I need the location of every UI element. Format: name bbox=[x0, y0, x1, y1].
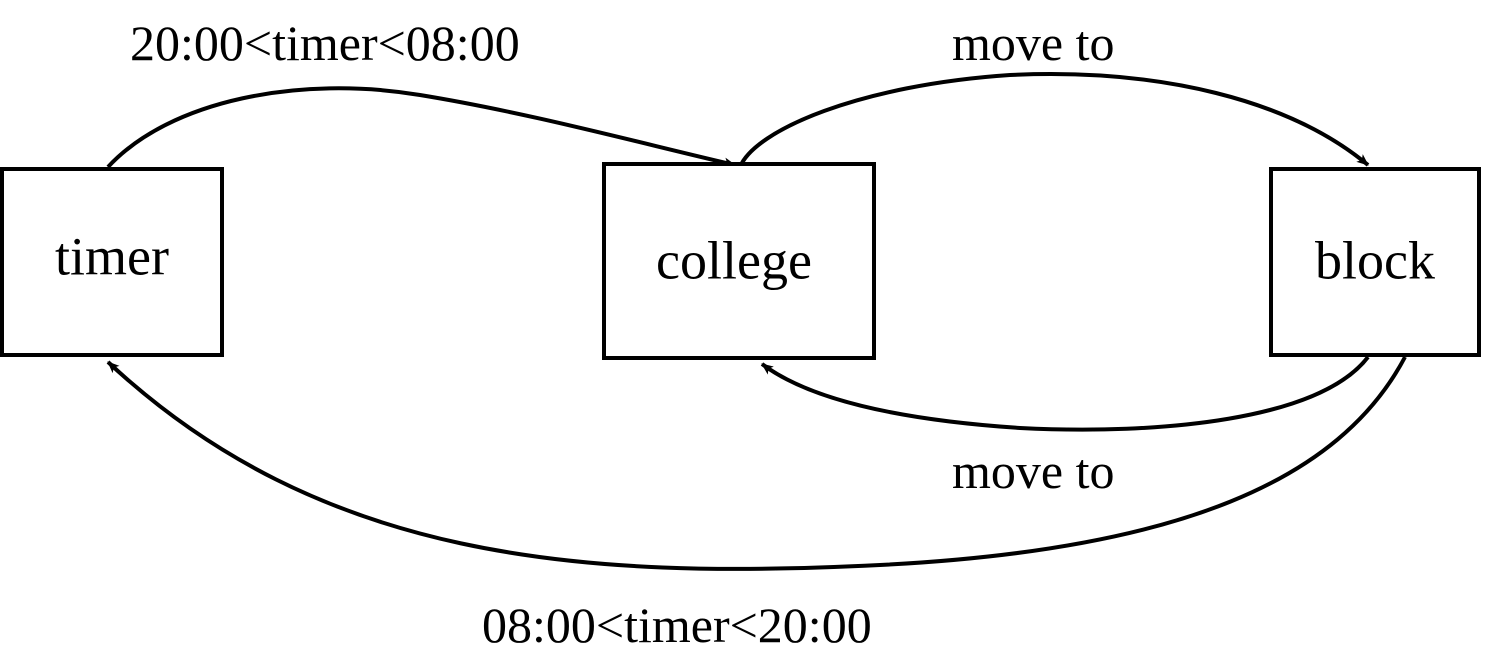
node-timer-label: timer bbox=[55, 226, 169, 286]
node-college-label: college bbox=[656, 230, 812, 290]
node-college: college bbox=[602, 162, 876, 360]
edge-block-to-college-label: move to bbox=[952, 443, 1114, 499]
edge-block-to-college: move to bbox=[760, 355, 1370, 499]
edge-college-to-block-label: move to bbox=[952, 15, 1114, 71]
edge-college-to-block-line bbox=[738, 72, 1370, 168]
edge-timer-to-college-line bbox=[106, 86, 736, 169]
node-block: block bbox=[1269, 167, 1481, 357]
edge-block-to-timer-label: 08:00<timer<20:00 bbox=[482, 597, 872, 653]
node-block-label: block bbox=[1315, 230, 1435, 290]
node-timer: timer bbox=[0, 167, 224, 357]
node-block-box bbox=[1269, 167, 1481, 357]
node-college-box bbox=[602, 162, 876, 360]
node-timer-box bbox=[0, 167, 224, 357]
edge-timer-to-college: 20:00<timer<08:00 bbox=[106, 15, 736, 169]
edge-timer-to-college-label: 20:00<timer<08:00 bbox=[130, 15, 520, 71]
edge-block-to-timer-line bbox=[106, 356, 1407, 571]
edge-college-to-block: move to bbox=[738, 15, 1370, 168]
edge-block-to-timer: 08:00<timer<20:00 bbox=[106, 356, 1407, 653]
edge-block-to-college-line bbox=[760, 355, 1370, 432]
